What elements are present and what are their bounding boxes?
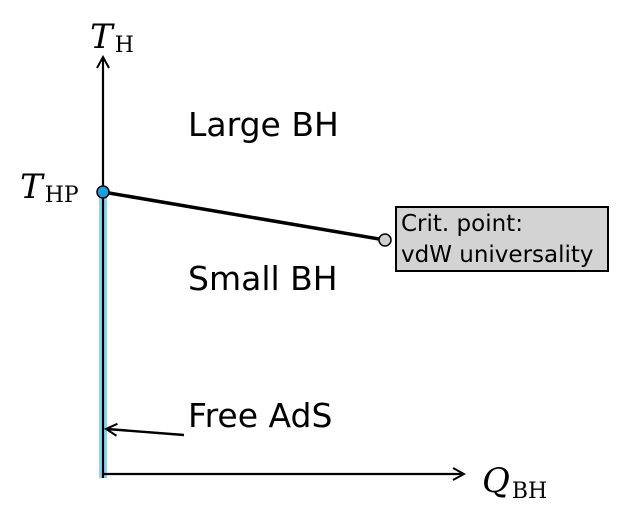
coexistence-line	[102, 190, 386, 242]
hawking-page-point	[96, 185, 110, 199]
critical-point-text-line1: Crit. point:	[401, 211, 523, 237]
small-bh-label: Small BH	[188, 259, 338, 298]
hawking-page-label: THP	[20, 167, 79, 208]
free-ads-label: Free AdS	[188, 396, 332, 435]
free-ads-pointer-arrow	[107, 429, 185, 435]
y-axis-label: TH	[90, 17, 134, 58]
critical-point-box	[395, 206, 609, 272]
x-axis-label: QBH	[482, 461, 547, 504]
critical-point-text-line2: vdW universality	[401, 242, 594, 268]
critical-point	[378, 233, 392, 247]
large-bh-label: Large BH	[188, 105, 339, 144]
